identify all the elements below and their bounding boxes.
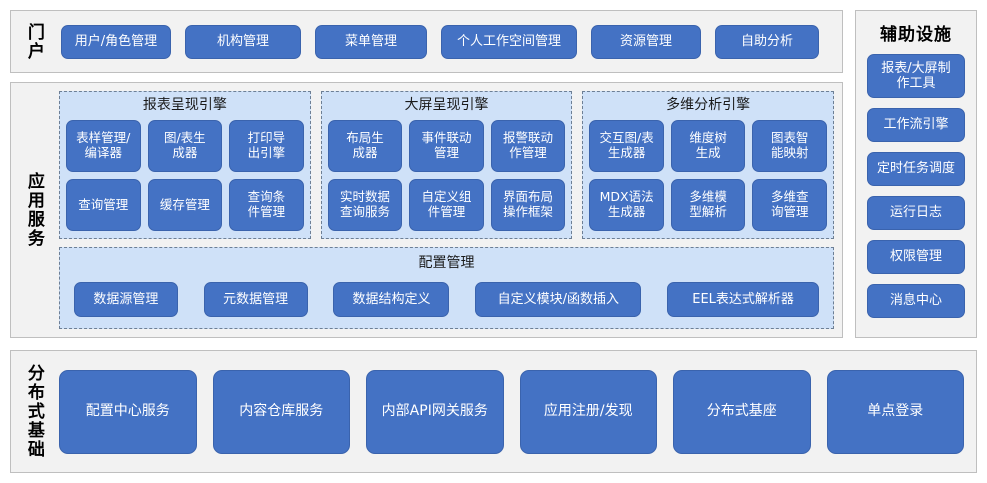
- engine-item-custom-component-management[interactable]: 自定义组 件管理: [409, 178, 484, 231]
- engine-item-alarm-linkage-action-management[interactable]: 报警联动 作管理: [490, 119, 566, 172]
- engine-title-report: 报表呈现引擎: [142, 97, 227, 113]
- aux-button-runtime-log[interactable]: 运行日志: [867, 196, 965, 230]
- dist-button-app-registration-discovery[interactable]: 应用注册/发现: [519, 369, 657, 454]
- aux-button-scheduled-task[interactable]: 定时任务调度: [867, 152, 965, 186]
- engine-item-chart-table-generator[interactable]: 图/表生 成器: [147, 119, 223, 172]
- engine-item-dimension-tree-generation[interactable]: 维度树 生成: [670, 119, 746, 172]
- config-button-datasource-management[interactable]: 数据源管理: [73, 282, 178, 317]
- portal-section: 门户 用户/角色管理 机构管理 菜单管理 个人工作空间管理 资源管理 自助分析: [10, 10, 843, 73]
- configuration-management-panel: 配置管理 数据源管理 元数据管理 数据结构定义 自定义模块/函数插入 EEL表达…: [59, 247, 834, 329]
- engine-grid-report: 表样管理/ 编译器 图/表生 成器 打印导 出引擎 查询管理 缓存管理 查询条 …: [66, 119, 304, 231]
- engine-grid-big-screen: 布局生 成器 事件联动 管理 报警联动 作管理 实时数据 查询服务 自定义组 件…: [327, 119, 566, 231]
- portal-button-self-service-analysis[interactable]: 自助分析: [715, 24, 819, 59]
- config-button-data-structure-definition[interactable]: 数据结构定义: [333, 282, 450, 317]
- engine-item-cache-management[interactable]: 缓存管理: [147, 178, 223, 231]
- distributed-base-section: 分布式基础 配置中心服务 内容仓库服务 内部API网关服务 应用注册/发现 分布…: [10, 350, 977, 473]
- portal-section-label: 门户: [23, 22, 44, 61]
- dist-button-content-repository-service[interactable]: 内容仓库服务: [212, 369, 350, 454]
- dist-button-distributed-foundation[interactable]: 分布式基座: [673, 369, 811, 454]
- dist-button-single-sign-on[interactable]: 单点登录: [826, 369, 964, 454]
- engine-item-template-manager[interactable]: 表样管理/ 编译器: [66, 119, 141, 172]
- engine-big-screen-presentation: 大屏呈现引擎 布局生 成器 事件联动 管理 报警联动 作管理 实时数据 查询服务…: [320, 91, 573, 239]
- config-button-eel-expression-parser[interactable]: EEL表达式解析器: [667, 282, 820, 317]
- dist-button-config-center-service[interactable]: 配置中心服务: [59, 369, 197, 454]
- configuration-button-group: 数据源管理 元数据管理 数据结构定义 自定义模块/函数插入 EEL表达式解析器: [66, 277, 827, 322]
- engine-item-multidim-model-parsing[interactable]: 多维模 型解析: [670, 178, 746, 231]
- engine-item-event-linkage-management[interactable]: 事件联动 管理: [409, 119, 484, 172]
- engine-title-multidimensional: 多维分析引擎: [666, 97, 751, 113]
- engine-item-interactive-chart-generator[interactable]: 交互图/表 生成器: [589, 119, 664, 172]
- engine-item-multidim-query-management[interactable]: 多维查 询管理: [752, 178, 827, 231]
- aux-button-message-center[interactable]: 消息中心: [867, 284, 965, 318]
- aux-button-permission-management[interactable]: 权限管理: [867, 240, 965, 274]
- application-services-label: 应用服务: [23, 172, 44, 248]
- auxiliary-section: 辅助设施 报表/大屏制 作工具 工作流引擎 定时任务调度 运行日志 权限管理 消…: [855, 10, 977, 338]
- engine-item-layout-generator[interactable]: 布局生 成器: [327, 119, 403, 172]
- portal-button-group: 用户/角色管理 机构管理 菜单管理 个人工作空间管理 资源管理 自助分析: [55, 11, 819, 72]
- portal-button-workspace[interactable]: 个人工作空间管理: [441, 24, 577, 59]
- engine-item-realtime-data-query-service[interactable]: 实时数据 查询服务: [327, 178, 403, 231]
- engine-item-ui-layout-operation-framework[interactable]: 界面布局 操作框架: [490, 178, 566, 231]
- engine-grid-multidimensional: 交互图/表 生成器 维度树 生成 图表智 能映射 MDX语法 生成器 多维模 型…: [589, 119, 827, 231]
- distributed-base-button-group: 配置中心服务 内容仓库服务 内部API网关服务 应用注册/发现 分布式基座 单点…: [55, 351, 976, 472]
- aux-button-report-screen-tool[interactable]: 报表/大屏制 作工具: [867, 54, 965, 98]
- engine-item-chart-smart-mapping[interactable]: 图表智 能映射: [752, 119, 827, 172]
- portal-button-resource[interactable]: 资源管理: [591, 24, 701, 59]
- aux-button-workflow-engine[interactable]: 工作流引擎: [867, 108, 965, 142]
- distributed-base-label: 分布式基础: [23, 364, 44, 459]
- config-button-custom-module-function-insert[interactable]: 自定义模块/函数插入: [475, 282, 642, 317]
- config-button-metadata-management[interactable]: 元数据管理: [203, 282, 308, 317]
- application-services-body: 报表呈现引擎 表样管理/ 编译器 图/表生 成器 打印导 出引擎 查询管理 缓存…: [55, 83, 842, 337]
- auxiliary-section-title: 辅助设施: [880, 25, 952, 45]
- engine-item-query-condition-management[interactable]: 查询条 件管理: [229, 178, 304, 231]
- auxiliary-button-group: 报表/大屏制 作工具 工作流引擎 定时任务调度 运行日志 权限管理 消息中心: [856, 54, 976, 318]
- portal-button-organization[interactable]: 机构管理: [185, 24, 301, 59]
- application-services-section: 应用服务 报表呈现引擎 表样管理/ 编译器 图/表生 成器 打印导 出引擎 查询…: [10, 82, 843, 338]
- dist-button-internal-api-gateway-service[interactable]: 内部API网关服务: [366, 369, 504, 454]
- portal-button-user-role[interactable]: 用户/角色管理: [61, 24, 171, 59]
- engine-multidimensional-analysis: 多维分析引擎 交互图/表 生成器 维度树 生成 图表智 能映射 MDX语法 生成…: [582, 91, 835, 239]
- engine-item-query-management[interactable]: 查询管理: [66, 178, 141, 231]
- configuration-management-title: 配置管理: [418, 255, 475, 271]
- engine-item-print-export-engine[interactable]: 打印导 出引擎: [229, 119, 304, 172]
- portal-button-menu[interactable]: 菜单管理: [315, 24, 427, 59]
- engine-item-mdx-syntax-generator[interactable]: MDX语法 生成器: [589, 178, 664, 231]
- engine-title-big-screen: 大屏呈现引擎: [404, 97, 489, 113]
- engine-row: 报表呈现引擎 表样管理/ 编译器 图/表生 成器 打印导 出引擎 查询管理 缓存…: [59, 91, 835, 239]
- engine-report-presentation: 报表呈现引擎 表样管理/ 编译器 图/表生 成器 打印导 出引擎 查询管理 缓存…: [59, 91, 311, 239]
